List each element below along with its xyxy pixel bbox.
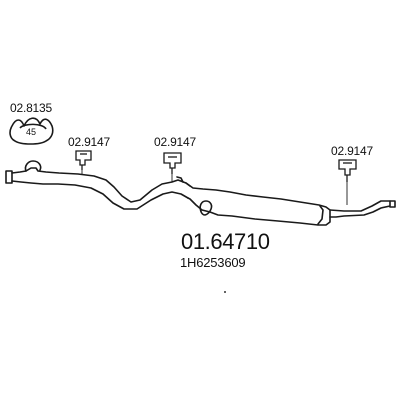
hanger-icon [338,159,357,182]
hanger-part-code: 02.9147 [68,135,110,149]
leader-lines [81,170,348,205]
main-part-number: 01.64710 [181,229,270,254]
hanger-part-code: 02.9147 [331,144,373,158]
exhaust-rear-silencer [5,160,396,226]
clamp-part-code: 02.8135 [10,101,52,115]
hanger-part-code: 02.9147 [154,135,196,149]
oem-part-number: 1H6253609 [180,255,246,270]
hanger-icon [163,152,182,174]
clamp-ring-icon [9,117,54,145]
hanger-icon [75,150,92,170]
clamp-size-text: 45 [26,127,36,137]
dot-mark [224,291,226,293]
